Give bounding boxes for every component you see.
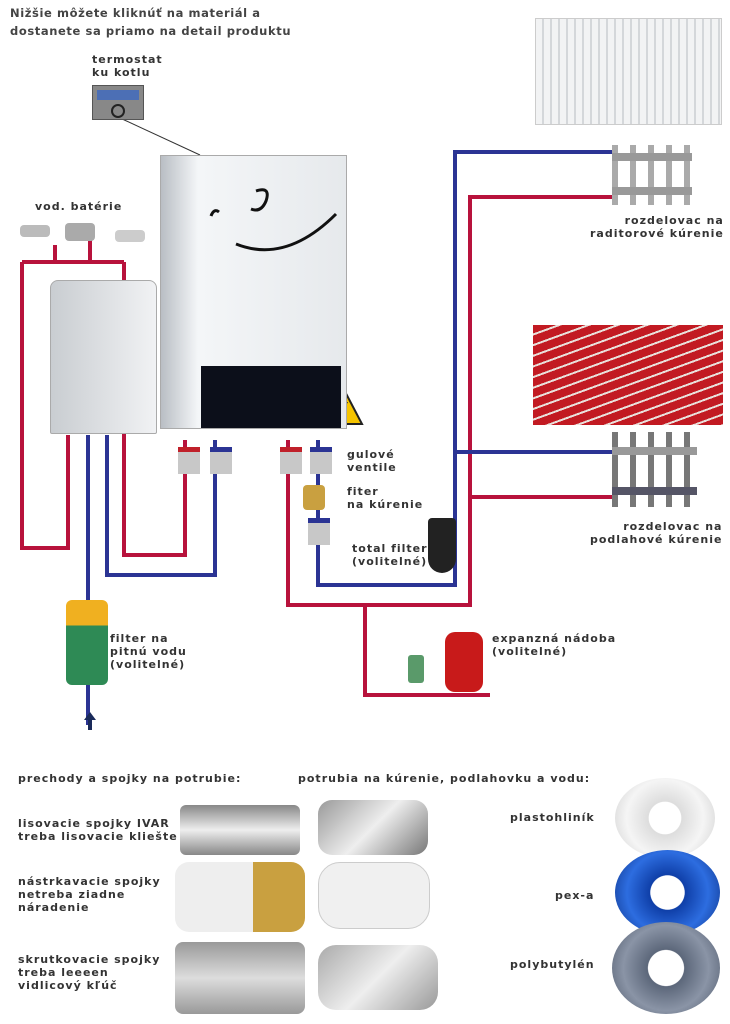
- expansion-vessel-image[interactable]: [445, 632, 483, 692]
- cold-pipe: [86, 150, 615, 725]
- ball-valves[interactable]: [178, 447, 338, 474]
- radiator-manifold-image[interactable]: [612, 145, 692, 205]
- fittings-title: prechody a spojky na potrubie:: [18, 772, 242, 785]
- heating-valve[interactable]: [308, 518, 330, 545]
- pipe-label-polybutylen[interactable]: polybutylén: [510, 958, 595, 971]
- push-fitting-elbow[interactable]: [318, 862, 430, 929]
- screw-fitting-elbow[interactable]: [318, 945, 438, 1010]
- water-heater[interactable]: [50, 280, 157, 434]
- fitting-label-push[interactable]: nástrkavacie spojky netreba ziadne nárad…: [18, 875, 161, 914]
- pipe-coil-pex-a[interactable]: [615, 850, 720, 935]
- safety-valve-image[interactable]: [408, 655, 424, 683]
- floor-manifold-image[interactable]: [612, 432, 697, 507]
- label-expansion-vessel[interactable]: expanzná nádoba (volitelné): [492, 632, 617, 658]
- label-total-filter[interactable]: total filter (volitelné): [352, 542, 428, 568]
- faucet-drops: [53, 240, 92, 262]
- total-filter-image[interactable]: [428, 518, 456, 573]
- boiler-display: [201, 366, 341, 428]
- label-radiator-manifold[interactable]: rozdelovac na raditorové kúrenie: [590, 214, 724, 240]
- pipes-title: potrubia na kúrenie, podlahovku a vodu:: [298, 772, 591, 785]
- push-fitting-straight[interactable]: [175, 862, 305, 932]
- smiley-icon: [209, 188, 338, 252]
- header-line-2: dostanete sa priamo na detail produktu: [10, 24, 292, 38]
- press-fitting-straight[interactable]: [180, 805, 300, 855]
- heating-filter-image[interactable]: [303, 485, 325, 510]
- label-ball-valves[interactable]: gulové ventile: [347, 448, 397, 474]
- fitting-label-screw[interactable]: skrutkovacie spojky treba leeeen vidlico…: [18, 953, 161, 992]
- header-line-1: Nižšie môžete kliknúť na materiál a: [10, 6, 261, 20]
- inflow-arrow-icon: [84, 712, 96, 730]
- gas-boiler[interactable]: [160, 155, 347, 429]
- label-floor-manifold[interactable]: rozdelovac na podlahové kúrenie: [590, 520, 723, 546]
- pipe-label-plastohlinik[interactable]: plastohliník: [510, 811, 595, 824]
- faucets-image[interactable]: [20, 215, 145, 250]
- screw-fitting-straight[interactable]: [175, 942, 305, 1014]
- pipe-coil-polybutylen[interactable]: [612, 922, 720, 1014]
- pipe-coil-plastohlinik[interactable]: [615, 778, 715, 858]
- press-fitting-elbow[interactable]: [318, 800, 428, 855]
- header-text: Nižšie môžete kliknúť na materiál a dosta…: [10, 4, 291, 40]
- fitting-label-press[interactable]: lisovacie spojky IVAR treba lisovacie kl…: [18, 817, 178, 843]
- thermostat-wire: [119, 117, 201, 156]
- thermostat-device[interactable]: [92, 85, 144, 120]
- label-water-filter[interactable]: filter na pitnú vodu (volitelné): [110, 632, 187, 671]
- water-filter-image[interactable]: [66, 600, 108, 685]
- label-thermostat[interactable]: termostat ku kotlu: [92, 53, 163, 79]
- floor-heating-image[interactable]: [533, 325, 723, 425]
- label-faucets[interactable]: vod. batérie: [35, 200, 123, 213]
- pipe-label-pex-a[interactable]: pex-a: [555, 889, 595, 902]
- radiator-image[interactable]: [535, 18, 722, 125]
- label-heating-filter[interactable]: fiter na kúrenie: [347, 485, 424, 511]
